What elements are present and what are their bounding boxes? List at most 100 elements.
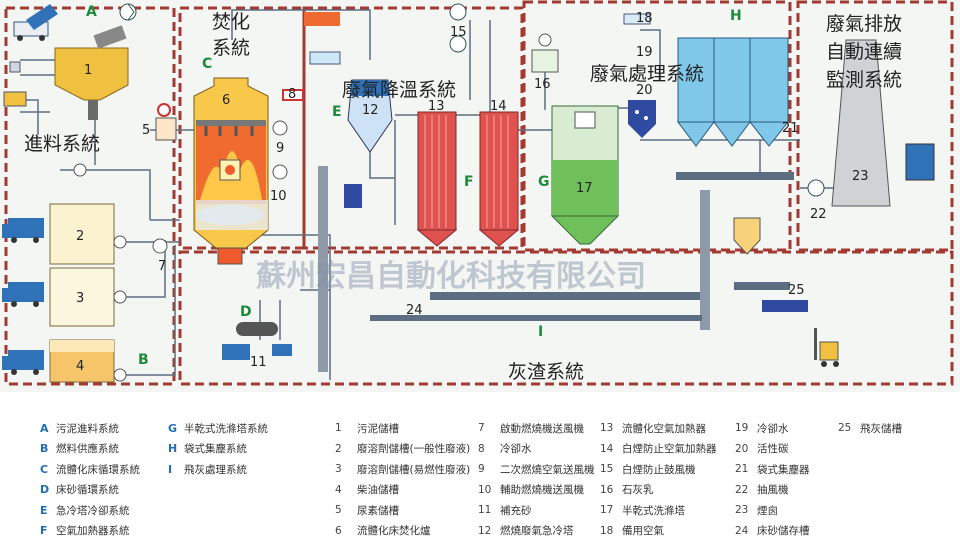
legend-equipment-item-key: 23 bbox=[735, 504, 749, 517]
legend-equipment-item-label: 抽風機 bbox=[757, 484, 789, 497]
legend-equipment-item-label: 冷卻水 bbox=[500, 443, 532, 456]
legend-system-item-key: C bbox=[40, 462, 49, 476]
pump-icon-3 bbox=[113, 290, 127, 304]
legend-equipment-item-label: 啟動燃燒機送風機 bbox=[500, 422, 584, 435]
pump-icon-2 bbox=[113, 235, 127, 249]
process-flow-diagram: A B C D E F G H I 1 2 3 4 5 6 7 8 9 10 1… bbox=[0, 0, 960, 392]
pump-icon-4 bbox=[113, 368, 127, 382]
sludge-truck-icon bbox=[13, 4, 58, 41]
legend-equipment-item-key: 12 bbox=[478, 524, 492, 537]
legend-equipment-item-label: 廢溶劑儲槽(易燃性廢液) bbox=[357, 463, 471, 476]
legend-equipment-item-key: 19 bbox=[735, 422, 749, 435]
eq-num-15: 15 bbox=[450, 25, 467, 40]
legend-equipment-item-key: 4 bbox=[335, 483, 342, 496]
fly-ash-tank-25 bbox=[762, 300, 808, 312]
legend-system-item-3: D 床砂循環系統 bbox=[40, 480, 140, 501]
label-incineration-line2: 系統 bbox=[212, 37, 250, 59]
legend-equipment-item-key: 22 bbox=[735, 483, 749, 496]
legend-equipment-item-label: 污泥儲槽 bbox=[357, 422, 399, 435]
solvent-tank-3 bbox=[49, 267, 115, 327]
legend-equipment-item-label: 燃燒廢氣急冷塔 bbox=[500, 525, 574, 538]
blower-icon-15a bbox=[449, 3, 467, 21]
legend-equipment-item-label: 尿素儲槽 bbox=[357, 504, 399, 517]
eq-num-19: 19 bbox=[636, 45, 653, 60]
baghouse-21 bbox=[677, 37, 790, 147]
legend-system-item-key: E bbox=[40, 503, 48, 517]
eq-num-11: 11 bbox=[250, 355, 267, 370]
truck-icon-2 bbox=[2, 218, 44, 243]
eq-num-24: 24 bbox=[406, 303, 423, 318]
eq-num-18: 18 bbox=[636, 11, 653, 26]
legend-system-item-label: 急冷塔冷卻系統 bbox=[56, 504, 130, 517]
eq-num-23: 23 bbox=[852, 169, 869, 184]
legend-equipment-item-label: 備用空氣 bbox=[622, 525, 664, 538]
eq-num-8: 8 bbox=[288, 87, 296, 102]
legend-system-item-4: E 急冷塔冷卻系統 bbox=[40, 500, 140, 521]
return-elevator bbox=[700, 190, 710, 330]
zone-monitoring-border bbox=[796, 0, 954, 252]
sludge-tank-1 bbox=[54, 47, 129, 101]
eq-num-2: 2 bbox=[76, 229, 84, 244]
legend-equipment-item-label: 流體化床焚化爐 bbox=[357, 525, 431, 538]
pipe-quench-out bbox=[369, 120, 396, 225]
legend-system-item-label: 燃料供應系統 bbox=[56, 443, 119, 456]
zone-treatment-border bbox=[522, 0, 792, 252]
legend-equipment-item-key: 11 bbox=[478, 504, 492, 517]
legend-system-item-label: 飛灰處理系統 bbox=[184, 463, 247, 476]
label-treatment-system: 廢氣處理系統 bbox=[590, 63, 704, 85]
legend-equipment-item-label: 飛灰儲槽 bbox=[860, 422, 902, 435]
induced-fan-22 bbox=[807, 179, 825, 197]
feed-pump-icon bbox=[73, 163, 87, 177]
legend-equipment-item-label: 煙囪 bbox=[757, 504, 778, 517]
zone-letter-f: F bbox=[464, 174, 474, 190]
legend-system-item-key: D bbox=[40, 483, 50, 497]
legend-equipment-item-key: 13 bbox=[600, 422, 614, 435]
legend-equipment-item-key: 1 bbox=[335, 422, 342, 435]
legend-equipment-item-key: 24 bbox=[735, 524, 749, 537]
legend-equipment-item-0: 1 污泥儲槽 bbox=[335, 418, 470, 439]
eq-num-7: 7 bbox=[158, 259, 166, 274]
eq-num-21: 21 bbox=[782, 121, 799, 136]
stack-23 bbox=[831, 39, 891, 207]
legend-system-item-label: 床砂循環系統 bbox=[56, 484, 119, 497]
label-feed-system: 進料系統 bbox=[24, 133, 100, 155]
sand-supply bbox=[222, 322, 292, 360]
reserve-air-18 bbox=[623, 13, 651, 25]
legend-system-item-key: G bbox=[168, 421, 178, 435]
label-monitoring-line1: 廢氣排放 bbox=[826, 13, 902, 35]
legend-equipment-item-key: 15 bbox=[600, 463, 614, 476]
eq-num-20: 20 bbox=[636, 83, 653, 98]
legend-equipment-item-label: 石灰乳 bbox=[622, 484, 654, 497]
legend-equipment-item-21: 22 抽風機 bbox=[735, 480, 810, 501]
zone-cooling-border bbox=[302, 6, 524, 250]
legend-system-item-label: 袋式集塵系統 bbox=[184, 443, 247, 456]
eq-num-13: 13 bbox=[428, 99, 445, 114]
legend-equipment-item-label: 活性碳 bbox=[757, 443, 789, 456]
cems-monitor bbox=[905, 143, 935, 181]
label-cooling-system: 廢氣降溫系統 bbox=[342, 79, 456, 101]
eq-num-17: 17 bbox=[576, 181, 593, 196]
label-monitoring-line3: 監測系統 bbox=[826, 69, 902, 91]
blower-icon-15b bbox=[449, 35, 467, 53]
legend-equipment-item-11: 12 燃燒廢氣急冷塔 bbox=[478, 521, 595, 542]
eq-num-10: 10 bbox=[270, 189, 287, 204]
sludge-pump bbox=[88, 100, 98, 120]
legend-equipment-item-key: 18 bbox=[600, 524, 614, 537]
zone-letter-c: C bbox=[202, 56, 212, 72]
truck-icon-4 bbox=[2, 350, 44, 375]
